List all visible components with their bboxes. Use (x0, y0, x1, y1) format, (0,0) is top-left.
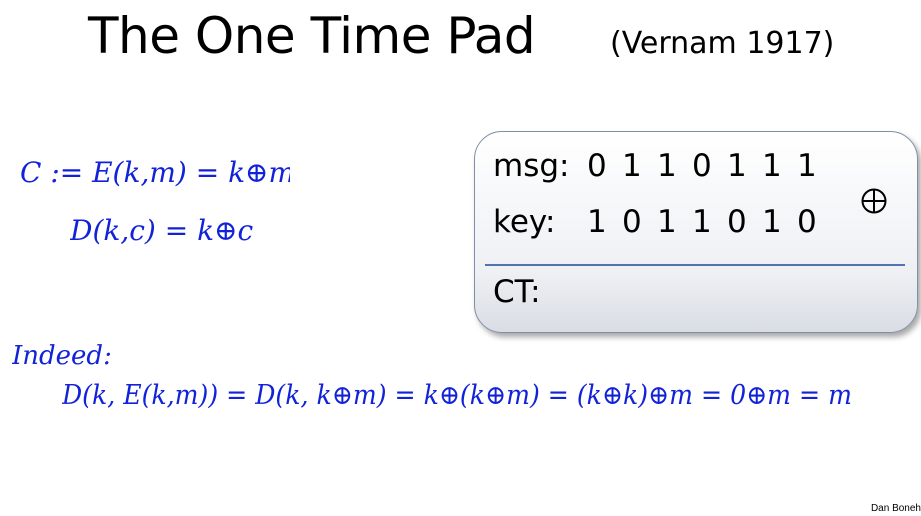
slide-title: The One Time Pad (88, 7, 536, 65)
circled-plus-xor-icon (861, 188, 887, 214)
msg-bit: 0 (692, 148, 714, 184)
msg-bit: 1 (762, 148, 784, 184)
ct-label: CT: (493, 274, 541, 310)
key-bit: 1 (692, 204, 714, 240)
slide-subtitle: (Vernam 1917) (610, 26, 835, 61)
ct-row: CT: (493, 272, 587, 312)
msg-bit: 1 (727, 148, 749, 184)
sum-divider-line (485, 264, 905, 266)
msg-bit: 1 (797, 148, 819, 184)
key-bit: 0 (727, 204, 749, 240)
author-credit: Dan Boneh (870, 503, 921, 514)
key-label: key: (493, 204, 556, 240)
handwritten-decryption-text: D(k,c) = k⊕c (70, 214, 254, 247)
handwritten-proof: D(k, E(k,m)) = D(k, k⊕m) = k⊕(k⊕m) = (k⊕… (62, 380, 852, 411)
handwritten-encryption: C := E(k,m) = k⊕m (20, 156, 290, 189)
msg-bit: 1 (657, 148, 679, 184)
key-bit: 0 (797, 204, 819, 240)
handwritten-indeed: Indeed: (12, 341, 112, 371)
msg-bit: 1 (622, 148, 644, 184)
key-bit: 1 (587, 204, 609, 240)
handwritten-proof-text: D(k, E(k,m)) = D(k, k⊕m) = k⊕(k⊕m) = (k⊕… (62, 380, 852, 411)
handwritten-encryption-text: C := E(k,m) = k⊕m (20, 156, 290, 189)
key-bit: 0 (622, 204, 644, 240)
handwritten-decryption: D(k,c) = k⊕c (70, 214, 254, 247)
key-bit: 1 (762, 204, 784, 240)
msg-label: msg: (493, 148, 570, 184)
handwritten-indeed-text: Indeed: (12, 341, 112, 371)
msg-bit: 0 (587, 148, 609, 184)
key-bit: 1 (657, 204, 679, 240)
